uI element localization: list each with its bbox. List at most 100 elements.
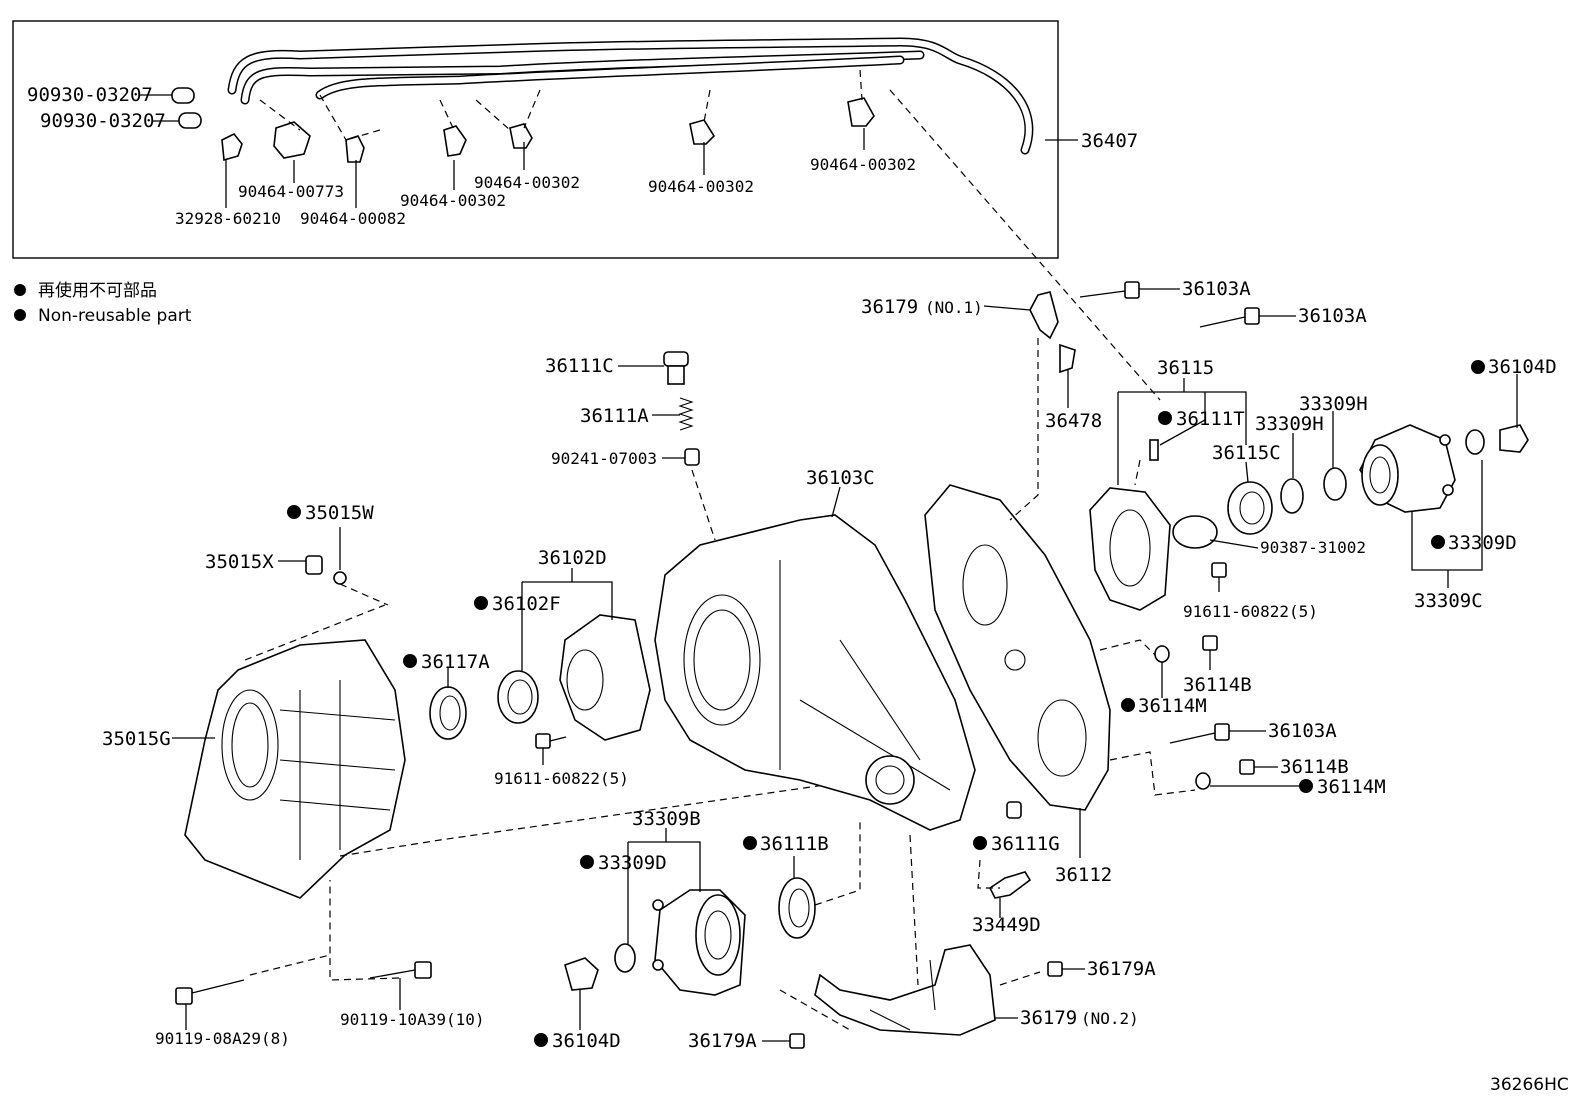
bolt-90119-10a39[interactable] xyxy=(369,961,432,979)
clamp-icon[interactable] xyxy=(221,97,875,163)
nonreusable-dot-icon xyxy=(973,836,987,850)
nonreusable-dot-icon xyxy=(1121,698,1135,712)
nonreusable-dot-icon xyxy=(1471,360,1485,374)
legend-jp: 再使用不可部品 xyxy=(38,280,157,301)
oil-seal-36117a[interactable] xyxy=(429,686,467,740)
label-hose-assy: 36407 xyxy=(1081,130,1138,152)
bearing-36115c[interactable] xyxy=(1227,481,1273,535)
bolt-36103a-3[interactable] xyxy=(1169,723,1230,744)
label-bolt-90119-10a: 90119-10A39(10) xyxy=(340,1010,485,1029)
gasket-36114m-2[interactable] xyxy=(1195,772,1211,790)
nonreusable-dot-icon xyxy=(287,505,301,519)
hose-route-leader xyxy=(889,89,1161,401)
label-plug-111g: 36111G xyxy=(991,833,1060,855)
oil-seal-33309h[interactable] xyxy=(1280,467,1347,514)
bracket-36179-no1[interactable] xyxy=(1029,291,1059,340)
label-adapter-015g: 35015G xyxy=(102,728,171,750)
label-ball-90241: 90241-07003 xyxy=(551,449,657,468)
label-bolt-114b-2: 36114B xyxy=(1280,756,1349,778)
oil-seal-36102f[interactable] xyxy=(497,670,539,724)
label-spring-111a: 36111A xyxy=(580,405,649,427)
bolt-36114b-2[interactable] xyxy=(1239,759,1255,775)
label-spacer-309d-r: 33309D xyxy=(1448,532,1517,554)
label-no1: (NO.1) xyxy=(925,298,983,317)
label-clamp-302c: 90464-00302 xyxy=(648,177,754,196)
plug-36111c[interactable] xyxy=(663,351,689,385)
label-bolt-91611-r: 91611-60822(5) xyxy=(1183,602,1318,621)
bolt-icon[interactable] xyxy=(1211,562,1227,592)
label-bearing-115c: 36115C xyxy=(1212,442,1281,464)
nonreusable-dot-icon xyxy=(580,855,594,869)
label-group-115: 36115 xyxy=(1157,357,1214,379)
bolt-90119-08a29[interactable] xyxy=(175,979,245,1005)
label-nut-104d-r: 36104D xyxy=(1488,356,1557,378)
bolt-36114b-1[interactable] xyxy=(1202,635,1218,651)
plug-36111g[interactable] xyxy=(1006,801,1022,819)
label-oil-seal-309h-1: 33309H xyxy=(1255,413,1324,435)
label-sensor-449d: 33449D xyxy=(972,914,1041,936)
label-collar-90387: 90387-31002 xyxy=(1260,538,1366,557)
oil-seal-36111b[interactable] xyxy=(778,877,816,939)
companion-flange-33309b[interactable] xyxy=(652,889,746,996)
transfer-case-36103c[interactable] xyxy=(654,514,976,831)
label-bracket-179-no1: 36179 xyxy=(861,296,918,318)
diagram-code: 36266HC xyxy=(1490,1075,1569,1095)
transfer-case-36112[interactable] xyxy=(924,484,1111,811)
label-group-309b: 33309B xyxy=(632,808,701,830)
label-case-112: 36112 xyxy=(1055,864,1112,886)
label-clamp-082: 90464-00082 xyxy=(300,209,406,228)
nonreusable-dot-icon xyxy=(1299,779,1313,793)
gasket-36114m-1[interactable] xyxy=(1154,645,1170,663)
bolt-icon[interactable] xyxy=(1079,281,1260,328)
label-seal-111b: 36111B xyxy=(760,833,829,855)
bracket-36179-no2[interactable] xyxy=(814,944,996,1036)
bracket-36478[interactable] xyxy=(1059,343,1076,374)
drain-plug-icon[interactable] xyxy=(305,555,347,585)
label-hose-2: 90930-03207 xyxy=(40,110,166,132)
speed-sensor-33449d[interactable] xyxy=(988,871,1032,899)
label-breather-111t: 36111T xyxy=(1176,408,1245,430)
label-plug-111c: 36111C xyxy=(545,355,614,377)
label-seal-117a: 36117A xyxy=(421,651,490,673)
label-bolt-103a-1: 36103A xyxy=(1182,278,1251,300)
retainer-36102d[interactable] xyxy=(559,614,651,741)
label-hose-1: 90930-03207 xyxy=(27,84,153,106)
legend-en: Non-reusable part xyxy=(38,306,192,326)
nut-36104d-right[interactable] xyxy=(1499,424,1529,453)
nut-36104d-left[interactable] xyxy=(564,957,599,991)
label-group-102d: 36102D xyxy=(538,547,607,569)
label-case-103c: 36103C xyxy=(806,467,875,489)
label-clamp-302b: 90464-00302 xyxy=(474,173,580,192)
bolt-icon[interactable] xyxy=(535,733,567,749)
label-bracket-179-no2: 36179 xyxy=(1020,1007,1077,1029)
nonreusable-dot-icon xyxy=(743,836,757,850)
hose-90930-icon[interactable] xyxy=(171,87,202,129)
label-seal-102f: 36102F xyxy=(492,593,561,615)
label-group-309c: 33309C xyxy=(1414,590,1483,612)
rear-cover-36115[interactable] xyxy=(1089,487,1218,611)
label-bolt-103a-3: 36103A xyxy=(1268,720,1337,742)
hose-box-leaders xyxy=(140,69,1078,208)
nonreusable-dot-icon xyxy=(403,654,417,668)
spring-36111a[interactable] xyxy=(678,397,694,431)
nonreusable-dot-icon xyxy=(1158,411,1172,425)
legend-dot-icon xyxy=(14,309,26,321)
breather-hose-assembly[interactable] xyxy=(227,37,1034,155)
nonreusable-dot-icon xyxy=(1431,535,1445,549)
ball-90241[interactable] xyxy=(684,448,700,466)
nonreusable-dot-icon xyxy=(534,1033,548,1047)
label-bolt-90119-08a: 90119-08A29(8) xyxy=(155,1029,290,1048)
label-clamp-773: 90464-00773 xyxy=(238,182,344,201)
label-gasket-114m-1: 36114M xyxy=(1138,695,1207,717)
label-clamp-302d: 90464-00302 xyxy=(810,155,916,174)
label-bolt-179a-2: 36179A xyxy=(688,1030,757,1052)
label-clamp-302a: 90464-00302 xyxy=(400,191,506,210)
transfer-adapter-35015g[interactable] xyxy=(184,604,861,899)
label-clip-32928: 32928-60210 xyxy=(175,209,281,228)
companion-flange-33309c[interactable] xyxy=(1359,424,1456,513)
spacer-33309d-right[interactable] xyxy=(1465,429,1485,455)
breather-plug-icon[interactable] xyxy=(1149,439,1159,461)
spacer-33309d-left[interactable] xyxy=(614,943,636,973)
label-bolt-103a-2: 36103A xyxy=(1298,305,1367,327)
